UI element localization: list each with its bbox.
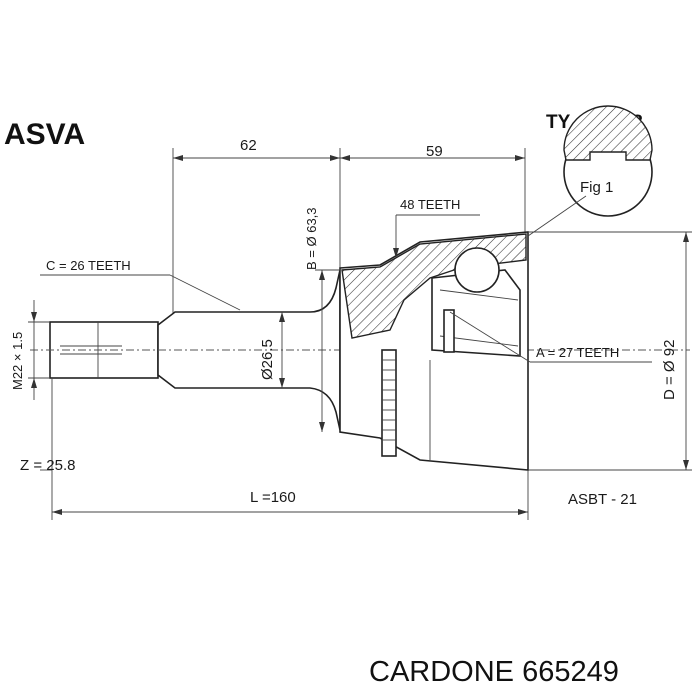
dim-48-teeth: 48 TEETH [400,197,460,212]
dim-b-diameter: B = Ø 63,3 [304,207,319,270]
fig-1-label: Fig 1 [580,179,613,196]
top-dimension-lines [172,148,526,320]
leader-a-teeth [449,311,652,363]
leader-c-teeth [40,274,241,311]
dim-c-teeth: C = 26 TEETH [46,258,131,273]
dim-d-line [528,231,692,471]
dim-d-diameter: D = Ø 92 [661,340,678,400]
dim-thread: M22 × 1.5 [10,332,25,390]
dim-z-line [40,378,53,520]
fig-1-leader [527,195,587,237]
dim-shaft-diameter: Ø26.5 [259,339,276,380]
dim-total-length: L =160 [250,489,296,506]
abs-ring-code: ASBT - 21 [568,491,637,508]
fig-1-detail: Fig 1 [563,105,653,217]
footer-caption: CARDONE 665249 [369,656,619,688]
leader-48-teeth [393,214,480,258]
dim-shaft-line [279,312,285,388]
dim-z: Z = 25.8 [20,457,75,474]
brand-name: ASVA [4,118,85,151]
dim-62: 62 [240,137,257,154]
dim-l-line [52,470,529,520]
dim-thread-line [28,300,50,400]
dim-b-line [315,269,340,432]
dim-a-teeth: A = 27 TEETH [536,345,619,360]
bell-housing [339,231,529,471]
abs-ring [381,349,397,457]
stub-shaft [30,269,690,431]
dim-59: 59 [426,143,443,160]
